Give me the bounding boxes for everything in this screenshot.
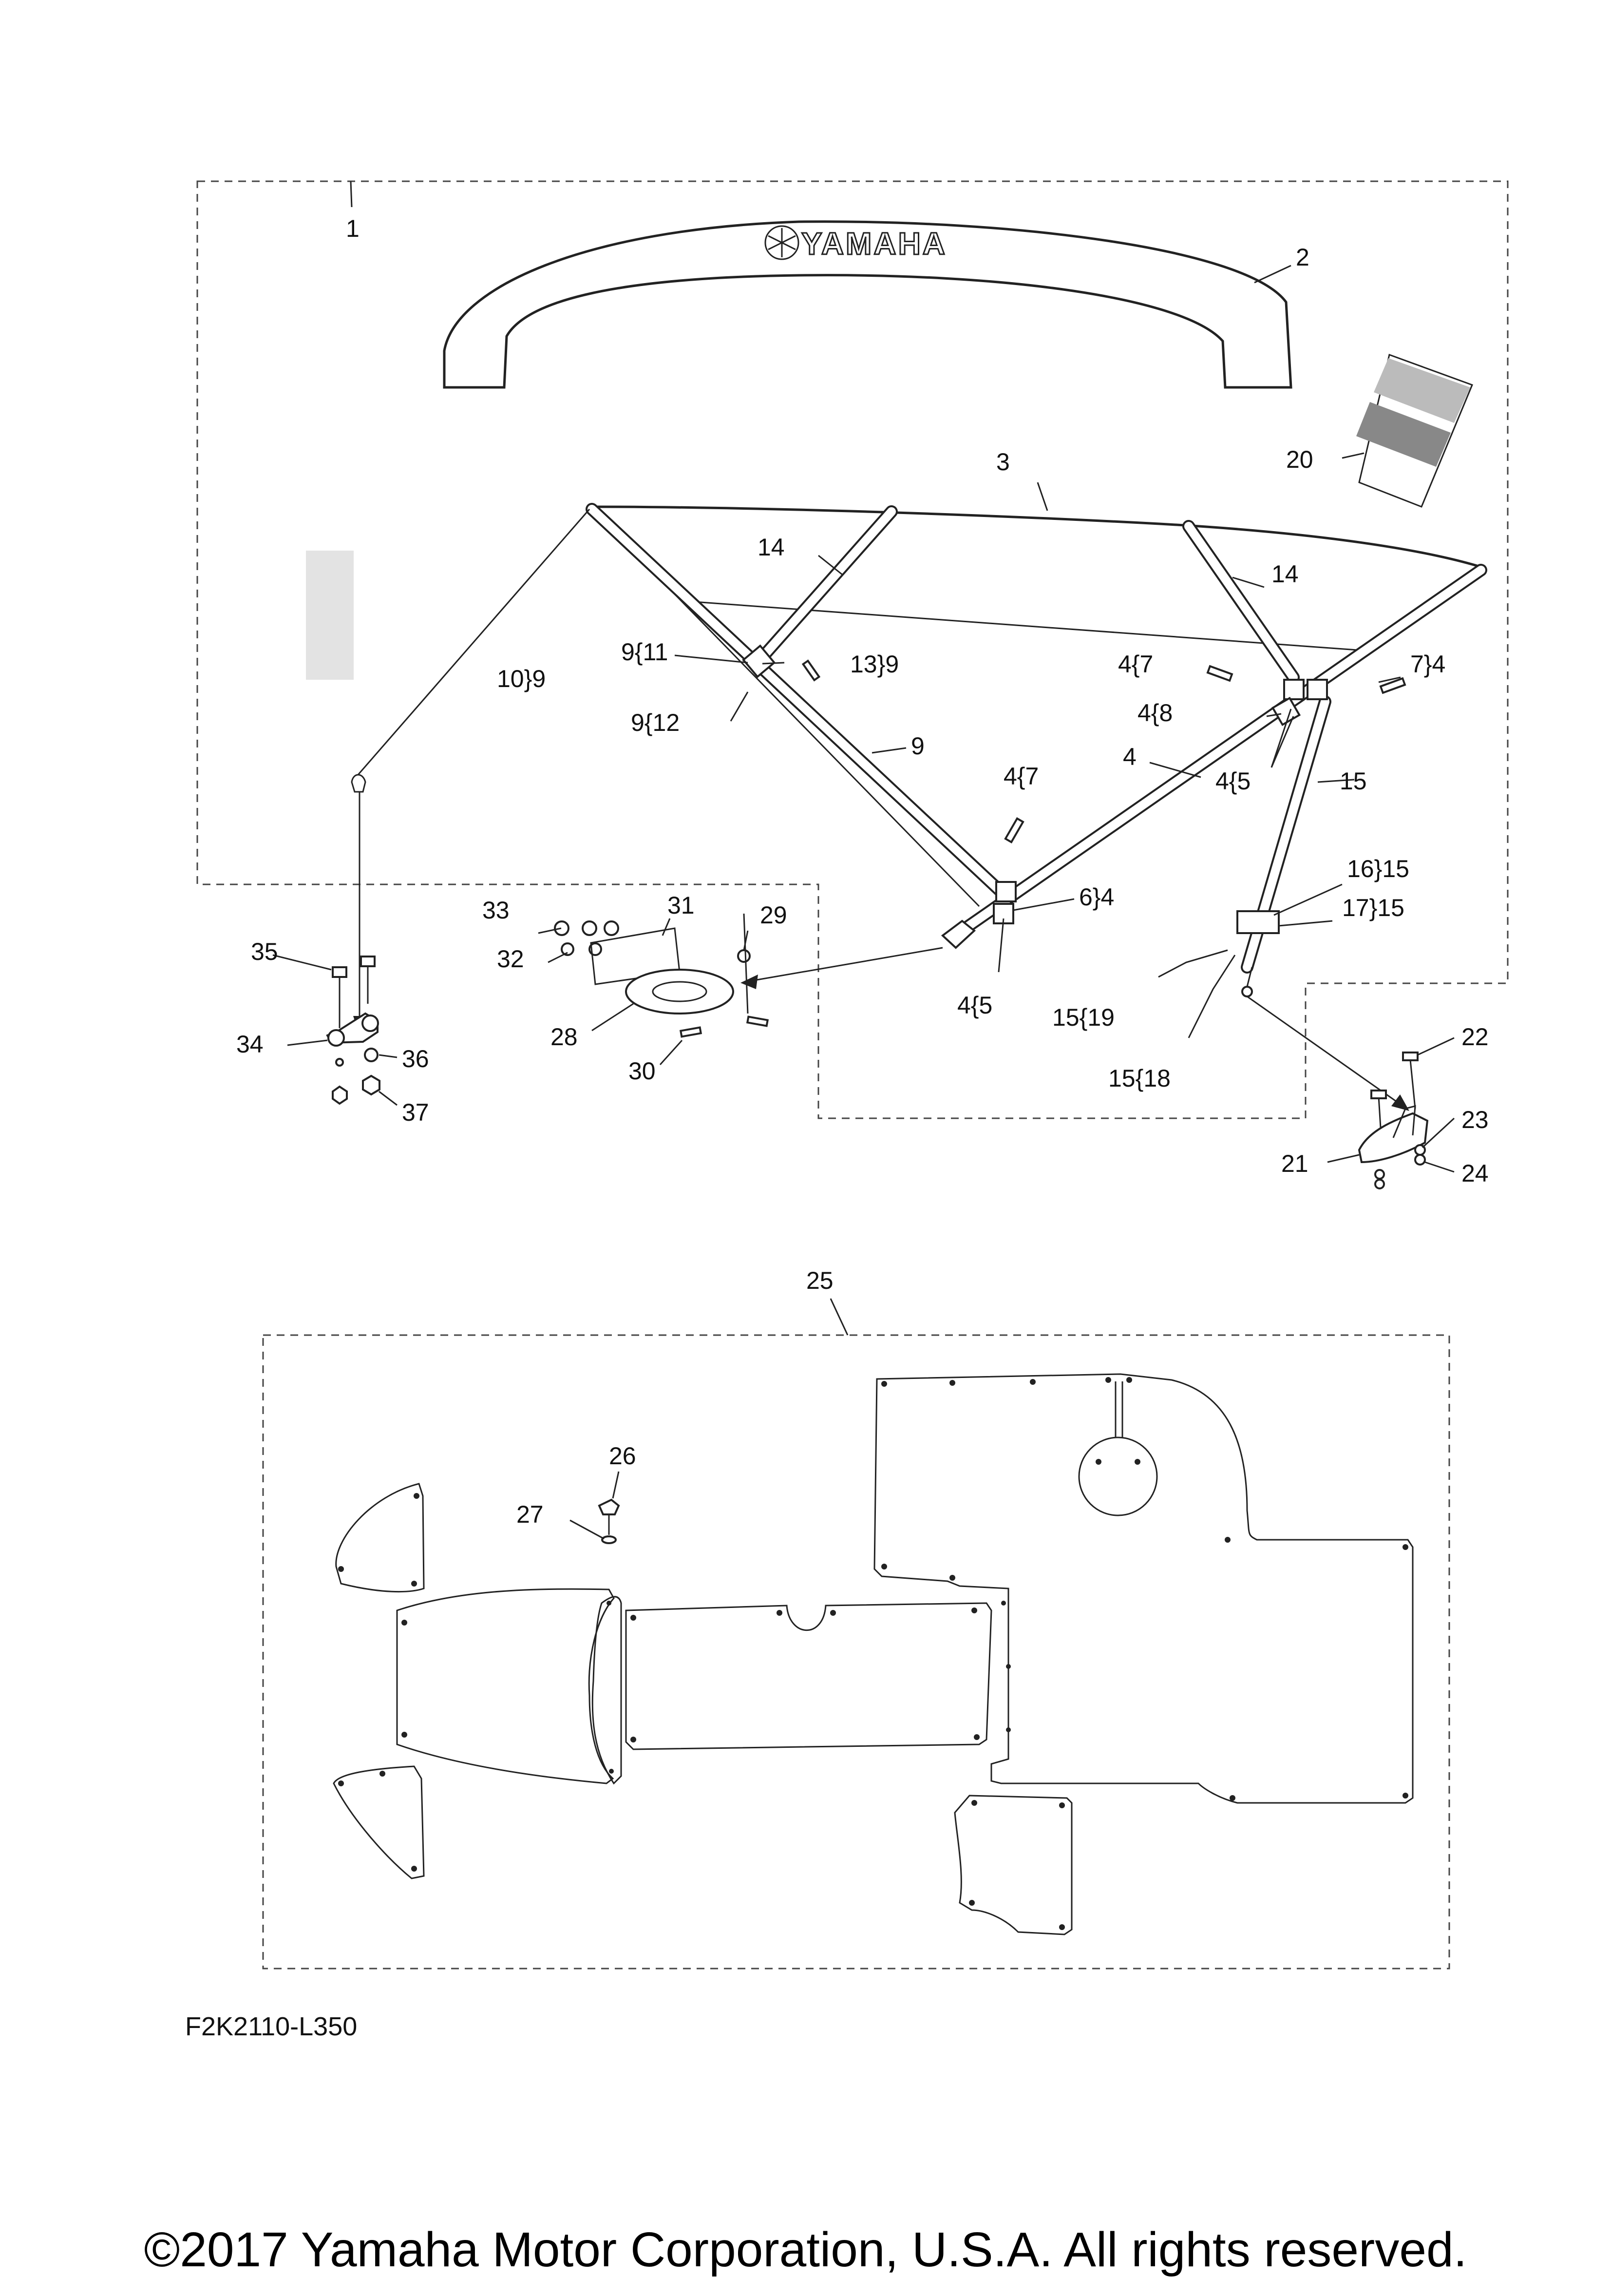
callout-26: 26 (609, 1442, 636, 1470)
callout-14-rear: 14 (758, 534, 785, 561)
callout-20: 20 (1286, 446, 1313, 473)
callout-23: 23 (1461, 1106, 1489, 1133)
callout-31: 31 (667, 892, 695, 919)
callout-10-9: 10}9 (497, 665, 546, 692)
copyright-notice: ©2017 Yamaha Motor Corporation, U.S.A. A… (144, 2222, 1467, 2277)
callout-4: 4 (1123, 743, 1137, 770)
callout-9-11: 9{11 (621, 638, 668, 666)
callout-1: 1 (346, 215, 360, 242)
callout-2: 2 (1296, 244, 1309, 271)
leader-lines (272, 181, 1455, 1540)
callout-25: 25 (806, 1267, 834, 1294)
callout-4-7-mid: 4{7 (1004, 763, 1039, 790)
callout-15: 15 (1340, 767, 1367, 795)
callout-16-15: 16}15 (1347, 855, 1409, 882)
callout-37: 37 (402, 1099, 429, 1126)
callout-labels: 1 2 3 14 14 20 10}9 9{11 13}9 9{12 9 4{7… (236, 215, 1489, 1528)
callout-4-5-bottom: 4{5 (957, 992, 992, 1019)
callout-33: 33 (482, 897, 510, 924)
smudge-mark (306, 551, 354, 680)
diagram-reference-code: F2K2110-L350 (185, 2012, 358, 2041)
yamaha-emblem-icon (764, 225, 799, 260)
callout-13-9: 13}9 (850, 651, 899, 678)
callout-34: 34 (236, 1031, 264, 1058)
callout-29: 29 (760, 901, 787, 929)
floor-mat-pieces (333, 1373, 1414, 1935)
callout-4-7-top: 4{7 (1118, 651, 1153, 678)
callout-4-5-top: 4{5 (1215, 767, 1251, 795)
callout-15-19: 15{19 (1052, 1004, 1115, 1031)
callout-17-15: 17}15 (1342, 894, 1404, 921)
strap-mount (326, 956, 380, 1105)
callout-32: 32 (497, 945, 524, 973)
bolt-hardware (801, 659, 1406, 844)
callout-9-12: 9{12 (631, 709, 680, 736)
hinge-plate-assembly (554, 913, 769, 1038)
callout-15-18: 15{18 (1108, 1065, 1171, 1092)
bimini-frame (351, 503, 1487, 1038)
callout-22: 22 (1461, 1023, 1489, 1051)
label-sticker (1356, 354, 1473, 508)
callout-30: 30 (628, 1057, 656, 1085)
callout-14-front: 14 (1271, 560, 1299, 588)
callout-36: 36 (402, 1045, 429, 1072)
yamaha-top-panel: YAMAHA (443, 220, 1292, 389)
snap-fastener (598, 1498, 620, 1544)
assembly-boundary-upper (196, 180, 1509, 1119)
brace-bracket (1358, 1052, 1429, 1189)
callout-9: 9 (911, 732, 925, 760)
callout-7-4: 7}4 (1410, 651, 1445, 678)
callout-27: 27 (516, 1501, 544, 1528)
callout-35: 35 (251, 938, 278, 965)
callout-28: 28 (550, 1023, 578, 1051)
callout-24: 24 (1461, 1160, 1489, 1187)
mat-kit-boundary (262, 1334, 1450, 1970)
callout-4-8: 4{8 (1137, 699, 1173, 727)
callout-3: 3 (996, 448, 1010, 476)
callout-21: 21 (1281, 1150, 1308, 1177)
callout-6-4: 6}4 (1079, 883, 1114, 911)
logo-text: YAMAHA (801, 226, 947, 261)
